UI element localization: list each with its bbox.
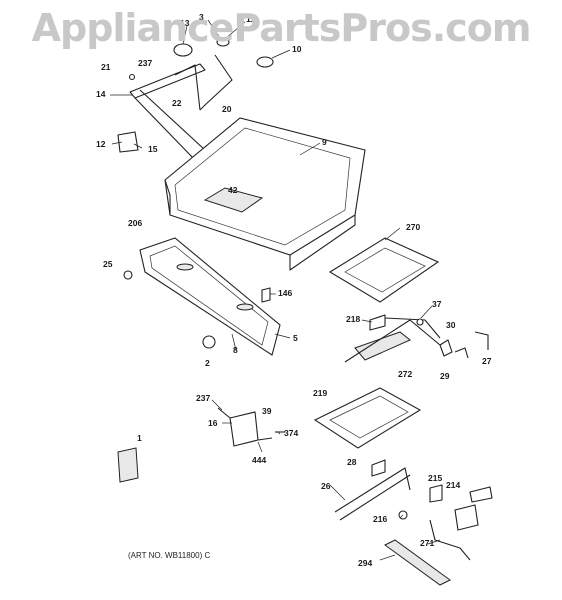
callout-12: 12 bbox=[96, 139, 106, 149]
burner-head-10 bbox=[256, 56, 274, 68]
tube-22 bbox=[174, 64, 201, 111]
callout-28: 28 bbox=[347, 457, 357, 467]
watermark-logo: AppliancePartsPros.com bbox=[31, 6, 532, 50]
callout-237-top: 237 bbox=[138, 58, 152, 68]
burner-part-3 bbox=[216, 37, 230, 47]
tube-271 bbox=[429, 519, 471, 561]
knob-2 bbox=[202, 335, 216, 349]
bracket-30 bbox=[439, 339, 453, 357]
front-panel-5 bbox=[123, 237, 281, 356]
callout-30: 30 bbox=[446, 320, 456, 330]
bake-burner-26 bbox=[334, 459, 411, 521]
callout-16: 16 bbox=[208, 418, 218, 428]
callout-10: 10 bbox=[292, 44, 302, 54]
manifold-rail bbox=[134, 89, 206, 161]
tube-20 bbox=[199, 54, 233, 111]
callout-27: 27 bbox=[482, 356, 492, 366]
callout-13: 13 bbox=[180, 18, 190, 28]
screw-29 bbox=[454, 347, 469, 359]
callout-39: 39 bbox=[262, 406, 272, 416]
callout-5: 5 bbox=[293, 333, 298, 343]
callout-22: 22 bbox=[172, 98, 182, 108]
callout-42: 42 bbox=[228, 185, 238, 195]
callout-216: 216 bbox=[373, 514, 387, 524]
callout-146: 146 bbox=[278, 288, 292, 298]
callout-2: 2 bbox=[205, 358, 210, 368]
shield-219 bbox=[313, 387, 422, 449]
clip-25 bbox=[123, 270, 133, 280]
callout-29: 29 bbox=[440, 371, 450, 381]
callout-206: 206 bbox=[128, 218, 142, 228]
callout-215: 215 bbox=[428, 473, 442, 483]
shield-270 bbox=[328, 237, 440, 303]
bracket-215 bbox=[429, 484, 443, 503]
callout-272: 272 bbox=[398, 369, 412, 379]
callout-271: 271 bbox=[420, 538, 434, 548]
callout-294: 294 bbox=[358, 558, 372, 568]
callout-labels: 13 3 11 10 237 21 14 22 20 12 15 9 42 20… bbox=[96, 12, 492, 568]
callout-444: 444 bbox=[252, 455, 266, 465]
callout-219: 219 bbox=[313, 388, 327, 398]
callout-20: 20 bbox=[222, 104, 232, 114]
callout-21: 21 bbox=[101, 62, 111, 72]
callout-14: 14 bbox=[96, 89, 106, 99]
callout-26: 26 bbox=[321, 481, 331, 491]
manifold-pipe bbox=[129, 63, 206, 99]
ring-37 bbox=[416, 318, 424, 326]
callout-15: 15 bbox=[148, 144, 158, 154]
callout-9: 9 bbox=[322, 137, 327, 147]
callout-270: 270 bbox=[406, 222, 420, 232]
pan-42 bbox=[203, 187, 264, 213]
callout-237: 237 bbox=[196, 393, 210, 403]
burner-assembly bbox=[117, 37, 274, 161]
callout-214: 214 bbox=[446, 480, 460, 490]
leader-lines bbox=[110, 19, 441, 561]
orifice-218 bbox=[369, 314, 386, 331]
literature-1 bbox=[117, 447, 139, 483]
callout-1: 1 bbox=[137, 433, 142, 443]
valve-214 bbox=[429, 484, 493, 531]
valve-12 bbox=[117, 131, 139, 153]
orifice-28 bbox=[371, 459, 386, 477]
bracket-146 bbox=[261, 287, 271, 303]
callout-218: 218 bbox=[346, 314, 360, 324]
art-number-label: (ART NO. WB11800) C bbox=[128, 551, 211, 560]
igniter-39 bbox=[217, 407, 285, 447]
callout-3: 3 bbox=[199, 12, 204, 22]
burner-box-9 bbox=[164, 117, 366, 271]
rail-294 bbox=[384, 539, 451, 586]
callout-11: 11 bbox=[246, 14, 255, 24]
callout-25: 25 bbox=[103, 259, 113, 269]
callout-8: 8 bbox=[233, 345, 238, 355]
callout-374: 374 bbox=[284, 428, 298, 438]
oven-burner-272 bbox=[344, 314, 489, 363]
callout-37: 37 bbox=[432, 299, 442, 309]
screw-21 bbox=[128, 73, 136, 81]
